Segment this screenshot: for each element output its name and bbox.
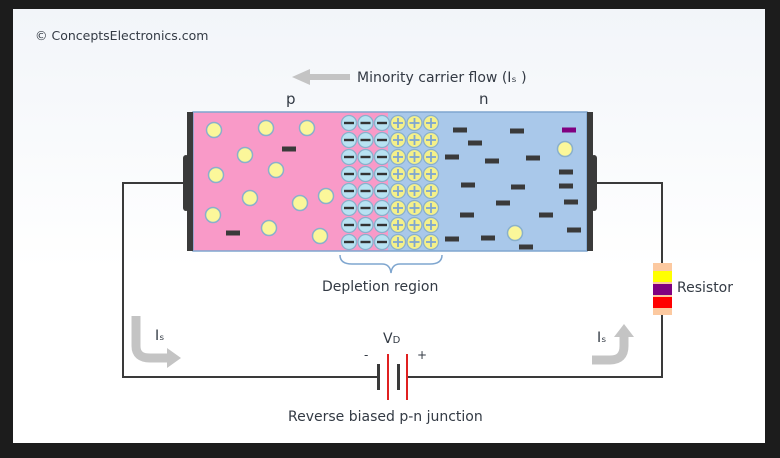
hole-carrier [241,189,259,207]
current-arrow-right-icon [592,324,634,365]
current-left-label: Iₛ [155,328,164,344]
circuit-wires [122,182,663,378]
depletion-brace [339,254,443,274]
electron-carrier [559,183,573,189]
electron-carrier [445,154,459,160]
hole-carrier [317,187,335,205]
battery-minus-label: - [364,348,368,362]
electron-carrier [564,199,578,205]
hole-carrier [298,119,316,137]
caption: Reverse biased p-n junction [288,409,483,425]
left-terminal-cap [187,112,193,251]
electron-carrier [453,127,467,133]
electron-carrier [539,212,553,218]
battery-label: VD [383,331,401,347]
electron-carrier [468,140,482,146]
electron-carrier [481,235,495,241]
hole-carrier [291,194,309,212]
battery-plus-label: + [417,348,427,362]
electron-carrier [519,244,533,250]
depletion-label: Depletion region [322,279,438,295]
electron-carrier [460,212,474,218]
current-arrow-left-icon [131,316,181,368]
charge-carriers [204,114,581,251]
hole-carrier [260,219,278,237]
copyright-text: © ConceptsElectronics.com [35,28,208,43]
hole-carrier [207,166,225,184]
resistor-label: Resistor [677,280,733,296]
right-terminal-cap [587,112,593,251]
electron-carrier [511,184,525,190]
battery-icon [377,354,408,400]
electron-carrier [510,128,524,134]
electron-carrier [562,127,576,133]
current-right-label: Iₛ [597,330,606,346]
electron-carrier [526,155,540,161]
hole-carrier [506,224,524,242]
p-label: p [286,90,296,108]
hole-carrier [204,206,222,224]
hole-carrier [556,140,574,158]
electron-carrier [461,182,475,188]
n-label: n [479,90,489,108]
electron-carrier [496,200,510,206]
hole-carrier [236,146,254,164]
diode-body [183,111,597,252]
electron-carrier [282,146,296,152]
electron-carrier [485,158,499,164]
minority-flow-arrow-icon [292,69,350,85]
hole-carrier [205,121,223,139]
minority-flow-label: Minority carrier flow (Iₛ ) [357,70,527,86]
hole-carrier [257,119,275,137]
electron-carrier [559,169,573,175]
electron-carrier [445,236,459,242]
electron-carrier [226,230,240,236]
hole-carrier [311,227,329,245]
resistor-icon [653,263,672,315]
electron-carrier [567,227,581,233]
hole-carrier [267,161,285,179]
